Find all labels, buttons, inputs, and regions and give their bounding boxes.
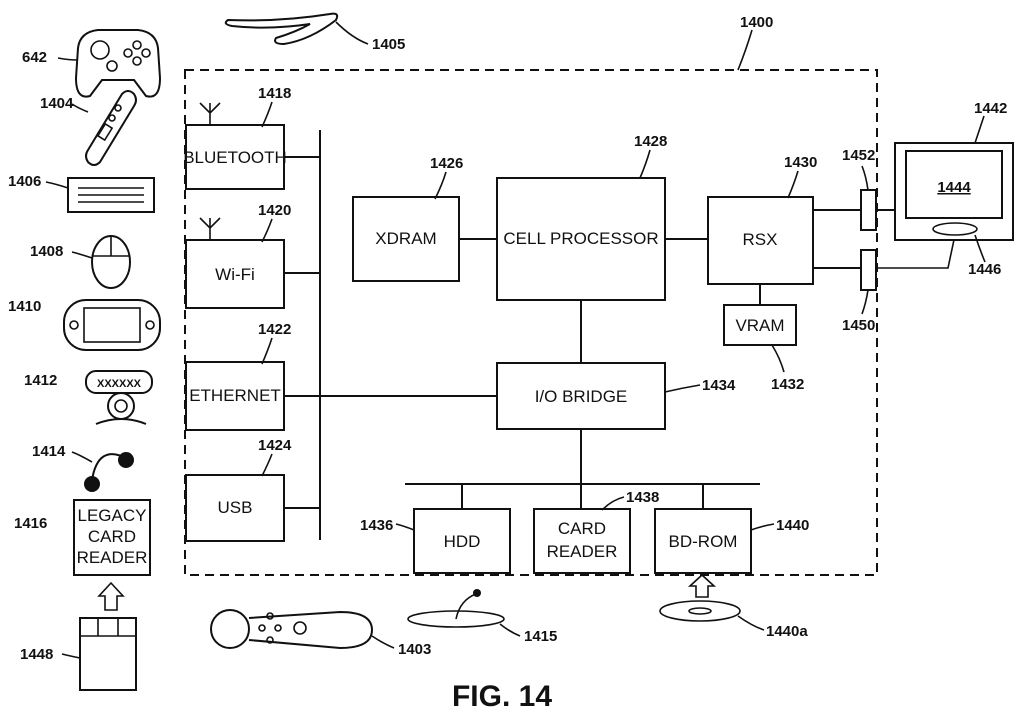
portable-console-icon: 1410 (8, 298, 161, 351)
svg-text:1440: 1440 (776, 517, 809, 534)
svg-text:1408: 1408 (30, 243, 63, 260)
motion-controller-icon: 1403 (210, 609, 431, 658)
svg-text:1418: 1418 (258, 85, 291, 102)
svg-text:1412: 1412 (24, 372, 57, 389)
svg-text:1434: 1434 (702, 377, 736, 394)
svg-text:1410: 1410 (8, 298, 41, 315)
cell-processor-block: CELL PROCESSOR 1428 (496, 133, 667, 301)
svg-text:CELL PROCESSOR: CELL PROCESSOR (503, 229, 658, 248)
svg-text:READER: READER (77, 548, 148, 567)
svg-text:1424: 1424 (258, 437, 292, 454)
svg-text:1416: 1416 (14, 515, 47, 532)
leader-1400 (737, 29, 753, 71)
ref-1400: 1400 (740, 14, 773, 31)
camera-icon: XXXXXX 1412 (24, 370, 153, 425)
boomerang-icon: 1405 (224, 12, 405, 53)
svg-text:1444: 1444 (937, 179, 971, 196)
vram-block: VRAM 1432 (723, 304, 804, 393)
ethernet-block: ETHERNET 1422 (185, 321, 291, 431)
svg-text:BD-ROM: BD-ROM (669, 532, 738, 551)
svg-text:1432: 1432 (771, 376, 804, 393)
av-port-1450: 1450 (813, 234, 956, 334)
headset-icon: 1414 (32, 443, 134, 492)
svg-text:1446: 1446 (968, 261, 1001, 278)
wifi-block: Wi-Fi 1420 (185, 202, 320, 309)
keyboard-icon: 1406 (8, 173, 155, 213)
wifi-antenna-icon (199, 217, 221, 240)
speaker-icon (932, 222, 978, 236)
usb-block: USB 1424 (185, 437, 320, 542)
svg-text:BLUETOOTH: BLUETOOTH (183, 148, 287, 167)
figure-caption: FIG. 14 (452, 680, 552, 713)
svg-text:1415: 1415 (524, 628, 557, 645)
svg-text:CARD: CARD (88, 527, 136, 546)
svg-text:1405: 1405 (372, 36, 405, 53)
svg-text:1406: 1406 (8, 173, 41, 190)
svg-text:1414: 1414 (32, 443, 66, 460)
svg-text:1440a: 1440a (766, 623, 808, 640)
memory-card-icon: 1448 (20, 617, 137, 691)
insert-arrow-icon (97, 581, 125, 611)
svg-text:LEGACY: LEGACY (78, 506, 147, 525)
av-port-1452: 1452 (813, 147, 895, 231)
svg-text:1438: 1438 (626, 489, 659, 506)
svg-text:1436: 1436 (360, 517, 393, 534)
hdd-block: HDD 1436 (360, 508, 511, 574)
bluetooth-block: BLUETOOTH 1418 (183, 85, 320, 190)
disc-icon: 1440a (659, 573, 808, 640)
system-boundary-1400 (184, 69, 878, 576)
svg-text:READER: READER (547, 542, 618, 561)
svg-text:1448: 1448 (20, 646, 53, 663)
io-bridge-block: I/O BRIDGE 1434 (496, 362, 736, 430)
disc-insert-arrow-icon (687, 573, 717, 598)
bd-rom-block: BD-ROM 1440 (654, 508, 809, 574)
legacy-card-reader-block: LEGACY CARD READER 1416 (14, 499, 151, 576)
svg-text:1452: 1452 (842, 147, 875, 164)
svg-text:ETHERNET: ETHERNET (189, 386, 281, 405)
svg-text:1420: 1420 (258, 202, 291, 219)
remote-control-icon: 1404 (40, 90, 137, 166)
rsx-block: RSX 1430 (707, 154, 817, 285)
mouse-icon: 1408 (30, 235, 131, 289)
bluetooth-antenna-icon (199, 102, 221, 125)
xdram-block: XDRAM 1426 (352, 155, 463, 282)
balance-board-icon: 1415 (407, 589, 557, 645)
svg-text:1450: 1450 (842, 317, 875, 334)
card-reader-block: CARD READER 1438 (533, 489, 659, 574)
svg-text:I/O BRIDGE: I/O BRIDGE (535, 387, 628, 406)
svg-text:RSX: RSX (743, 230, 778, 249)
svg-text:1422: 1422 (258, 321, 291, 338)
svg-text:642: 642 (22, 49, 47, 66)
svg-text:1426: 1426 (430, 155, 463, 172)
svg-text:VRAM: VRAM (735, 316, 784, 335)
svg-text:CARD: CARD (558, 519, 606, 538)
svg-text:USB: USB (218, 498, 253, 517)
display-1442: 1444 1446 1442 (894, 100, 1014, 278)
game-controller-icon: 642 (22, 29, 162, 98)
svg-text:1442: 1442 (974, 100, 1007, 117)
svg-text:1430: 1430 (784, 154, 817, 171)
svg-text:1404: 1404 (40, 95, 74, 112)
svg-text:XDRAM: XDRAM (375, 229, 436, 248)
svg-text:1428: 1428 (634, 133, 667, 150)
svg-text:HDD: HDD (444, 532, 481, 551)
svg-text:XXXXXX: XXXXXX (97, 378, 142, 390)
svg-text:1403: 1403 (398, 641, 431, 658)
svg-text:Wi-Fi: Wi-Fi (215, 265, 255, 284)
